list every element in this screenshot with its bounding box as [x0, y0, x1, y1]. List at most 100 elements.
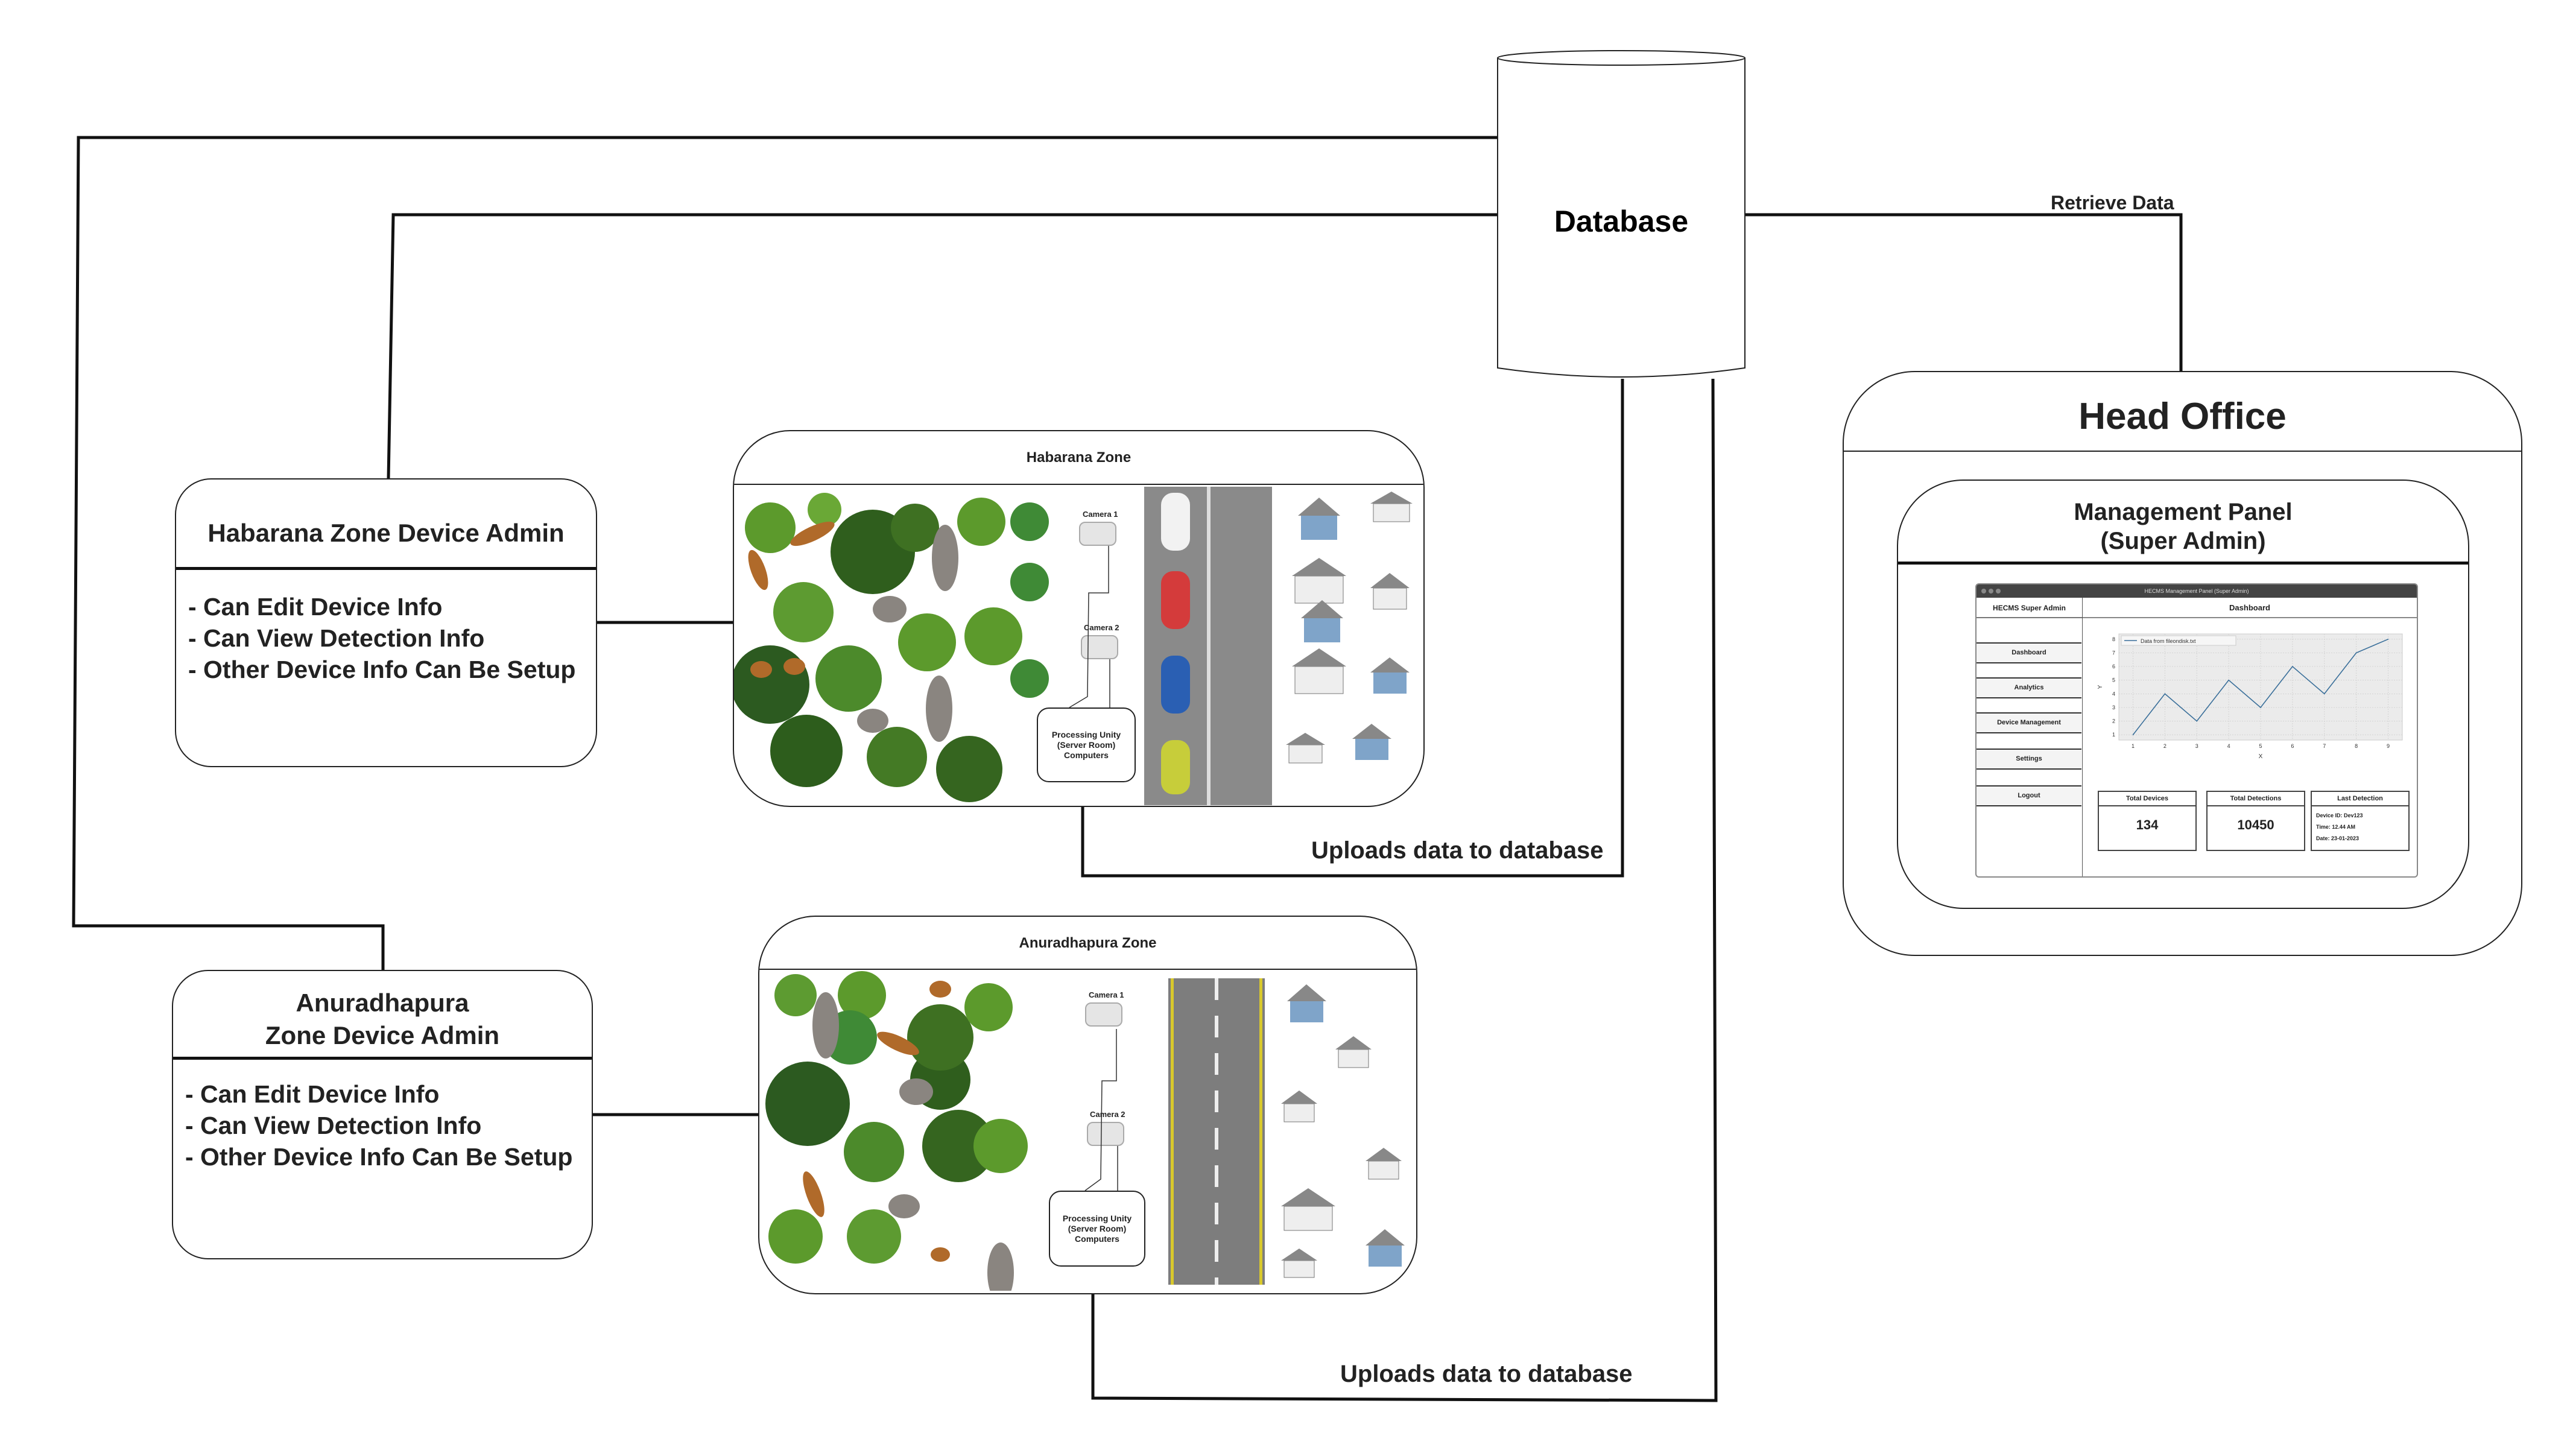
elephant-icon	[812, 992, 1014, 1291]
processing-line: Processing Unity	[1062, 1213, 1132, 1223]
total-detections-card: Total Detections 10450	[2206, 791, 2305, 851]
x-tick-label: 1	[2132, 743, 2135, 749]
sidebar: HECMS Super Admin Dashboard Analytics De…	[1977, 598, 2083, 876]
anuradhapura-admin-permissions: - Can Edit Device Info - Can View Detect…	[185, 1078, 572, 1173]
total-devices-label: Total Devices	[2099, 792, 2195, 806]
legend-label: Data from fileondisk.txt	[2141, 638, 2196, 644]
db-to-habarana-admin-line	[387, 213, 1498, 479]
title-line: Management Panel	[2074, 499, 2293, 525]
camera-wires	[1084, 1029, 1118, 1191]
processing-line: Computers	[1064, 750, 1109, 760]
y-tick-label: 3	[2112, 704, 2115, 711]
database-cylinder	[1497, 50, 1746, 378]
permission-item: - Other Device Info Can Be Setup	[188, 656, 576, 683]
house-icon	[1286, 492, 1413, 764]
divider	[173, 1057, 592, 1060]
processing-line: (Server Room)	[1057, 739, 1116, 750]
x-tick-label: 6	[2291, 743, 2294, 749]
sidebar-title: HECMS Super Admin	[1977, 598, 2082, 618]
data-point	[2387, 639, 2389, 640]
db-to-head-office-line	[1745, 213, 2183, 371]
camera-1-icon	[1085, 1002, 1122, 1027]
divider	[1898, 562, 2468, 565]
forest-illustration	[765, 971, 1028, 1291]
management-panel-title: Management Panel (Super Admin)	[1898, 498, 2468, 555]
car-icon	[1161, 740, 1190, 794]
nav-logout[interactable]: Logout	[1977, 785, 2081, 806]
tiger-icon	[748, 521, 835, 678]
window-maximize-button[interactable]	[1996, 589, 2001, 593]
title-line: (Super Admin)	[2100, 528, 2266, 554]
house-icon	[1281, 984, 1405, 1278]
anuradhapura-zone-box: Anuradhapura Zone Camera 1 Camera 2 Proc…	[758, 916, 1417, 1294]
window-minimize-button[interactable]	[1989, 589, 1993, 593]
management-window: HECMS Management Panel (Super Admin) HEC…	[1975, 583, 2418, 878]
permission-item: - Can Edit Device Info	[185, 1080, 440, 1108]
db-to-anuradhapura-admin-line	[72, 136, 1498, 970]
processing-unit-box: Processing Unity (Server Room) Computers	[1049, 1191, 1145, 1267]
divider	[176, 567, 596, 570]
nav-dashboard[interactable]: Dashboard	[1977, 642, 2081, 663]
camera-1-icon	[1079, 522, 1116, 546]
forest-illustration	[734, 493, 1049, 802]
y-tick-label: 6	[2112, 663, 2115, 669]
tiger-icon	[803, 981, 951, 1262]
anuradhapura-admin-title: Anuradhapura Zone Device Admin	[173, 987, 592, 1052]
x-tick-label: 5	[2259, 743, 2262, 749]
x-tick-label: 4	[2227, 743, 2230, 749]
road	[1144, 487, 1272, 805]
window-close-button[interactable]	[1981, 589, 1986, 593]
habarana-upload-line	[1081, 379, 1624, 878]
camera-1-label: Camera 1	[1089, 990, 1124, 999]
habarana-admin-title: Habarana Zone Device Admin	[207, 519, 565, 547]
total-devices-value: 134	[2136, 817, 2159, 832]
total-detections-value: 10450	[2237, 817, 2274, 832]
nav-device-management[interactable]: Device Management	[1977, 712, 2081, 733]
anuradhapura-zone-title: Anuradhapura Zone	[1019, 935, 1157, 951]
data-point	[2132, 734, 2134, 735]
camera-2-label: Camera 2	[1090, 1110, 1125, 1119]
legend-box	[2121, 635, 2236, 646]
anuradhapura-upload-label: Uploads data to database	[1340, 1361, 1633, 1387]
habarana-upload-label: Uploads data to database	[1311, 837, 1604, 864]
window-title-bar: HECMS Management Panel (Super Admin)	[1977, 584, 2417, 598]
elephant-icon	[857, 525, 958, 742]
camera-2-icon	[1081, 635, 1118, 659]
nav-settings[interactable]: Settings	[1977, 749, 2081, 770]
total-devices-card: Total Devices 134	[2098, 791, 2197, 851]
nav-analytics[interactable]: Analytics	[1977, 677, 2081, 698]
tree-icon	[734, 493, 1049, 802]
x-tick-label: 7	[2323, 743, 2326, 749]
divider	[734, 484, 1423, 485]
habarana-zone-box: Habarana Zone Camera 1 Camera 2	[733, 430, 1425, 807]
y-tick-label: 1	[2112, 732, 2115, 738]
last-detection-date: Date: 23-01-2023	[2316, 835, 2360, 841]
retrieve-data-label: Retrieve Data	[2051, 192, 2174, 214]
data-point	[2196, 720, 2198, 722]
habarana-admin-permissions: - Can Edit Device Info - Can View Detect…	[188, 591, 575, 685]
permission-item: - Can Edit Device Info	[188, 593, 443, 621]
y-tick-label: 4	[2112, 691, 2115, 697]
processing-line: (Server Room)	[1068, 1223, 1127, 1233]
main-title: Dashboard	[2083, 598, 2417, 618]
camera-2-label: Camera 2	[1084, 623, 1119, 632]
habarana-zone-title: Habarana Zone	[1026, 449, 1131, 466]
database-label: Database	[1554, 204, 1689, 238]
y-tick-label: 7	[2112, 650, 2115, 656]
processing-line: Processing Unity	[1051, 729, 1121, 739]
y-tick-label: 5	[2112, 677, 2115, 683]
x-tick-label: 2	[2163, 743, 2166, 749]
processing-unit-box: Processing Unity (Server Room) Computers	[1037, 707, 1136, 782]
title-line: Zone Device Admin	[265, 1021, 500, 1049]
y-axis-label: Y	[2097, 685, 2104, 689]
data-point	[2323, 693, 2325, 695]
habarana-admin-box: Habarana Zone Device Admin - Can Edit De…	[175, 478, 597, 767]
y-tick-label: 8	[2112, 636, 2115, 642]
last-detection-time: Time: 12.44 AM	[2316, 824, 2356, 830]
x-axis-label: X	[2259, 753, 2263, 760]
data-point	[2355, 652, 2357, 654]
camera-wires	[1069, 546, 1110, 708]
camera-2-icon	[1087, 1122, 1124, 1146]
